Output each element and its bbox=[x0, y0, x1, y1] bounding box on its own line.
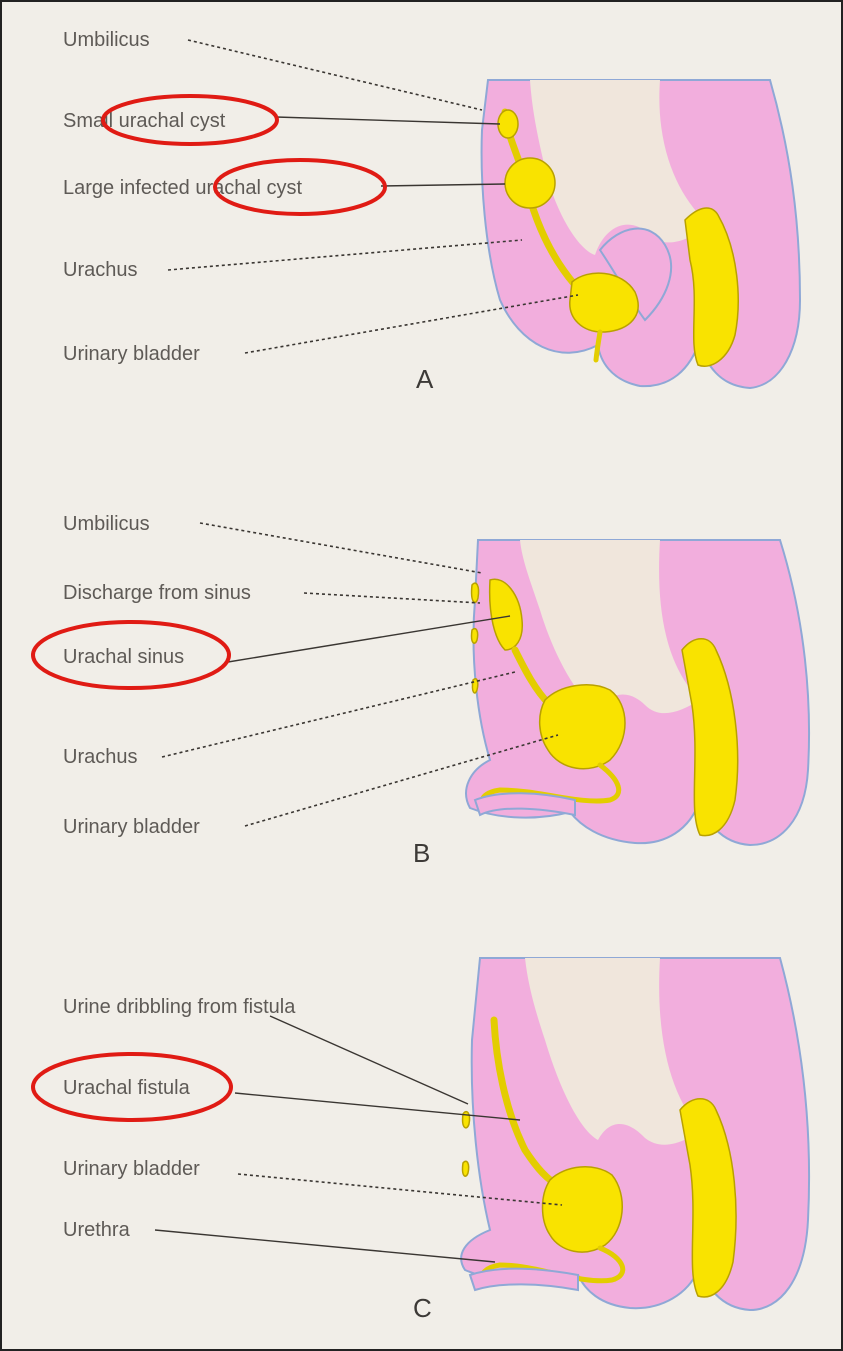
label-a-urinary-bladder: Urinary bladder bbox=[63, 343, 200, 365]
urine-droplet-2 bbox=[463, 1161, 469, 1176]
label-c-urethra: Urethra bbox=[63, 1219, 131, 1241]
discharge-droplet-2 bbox=[472, 629, 478, 644]
urinary-bladder-c-shape bbox=[543, 1167, 623, 1252]
label-b-urinary-bladder: Urinary bladder bbox=[63, 816, 200, 838]
label-c-urinary-bladder: Urinary bladder bbox=[63, 1158, 200, 1180]
label-b-urachal-sinus: Urachal sinus bbox=[63, 646, 184, 668]
large-urachal-cyst-shape bbox=[505, 158, 555, 208]
panel-b-letter: B bbox=[413, 838, 430, 868]
label-b-umbilicus: Umbilicus bbox=[63, 513, 150, 535]
label-c-urine-dribbling: Urine dribbling from fistula bbox=[63, 996, 296, 1018]
panel-c-illustration bbox=[461, 958, 809, 1310]
label-a-large-infected-urachal-cyst: Large infected urachal cyst bbox=[63, 177, 302, 199]
urinary-bladder-b-shape bbox=[540, 685, 625, 769]
label-b-urachus: Urachus bbox=[63, 746, 137, 768]
label-c-urachal-fistula: Urachal fistula bbox=[63, 1077, 191, 1099]
discharge-droplet-1 bbox=[472, 583, 479, 602]
panel-c-letter: C bbox=[413, 1293, 432, 1323]
panel-a-letter: A bbox=[416, 364, 434, 394]
panel-b-illustration bbox=[466, 540, 809, 845]
label-a-small-urachal-cyst: Small urachal cyst bbox=[63, 110, 226, 132]
label-b-discharge-from-sinus: Discharge from sinus bbox=[63, 582, 251, 604]
small-urachal-cyst-shape bbox=[498, 110, 518, 138]
label-a-urachus: Urachus bbox=[63, 259, 137, 281]
label-a-umbilicus: Umbilicus bbox=[63, 29, 150, 51]
